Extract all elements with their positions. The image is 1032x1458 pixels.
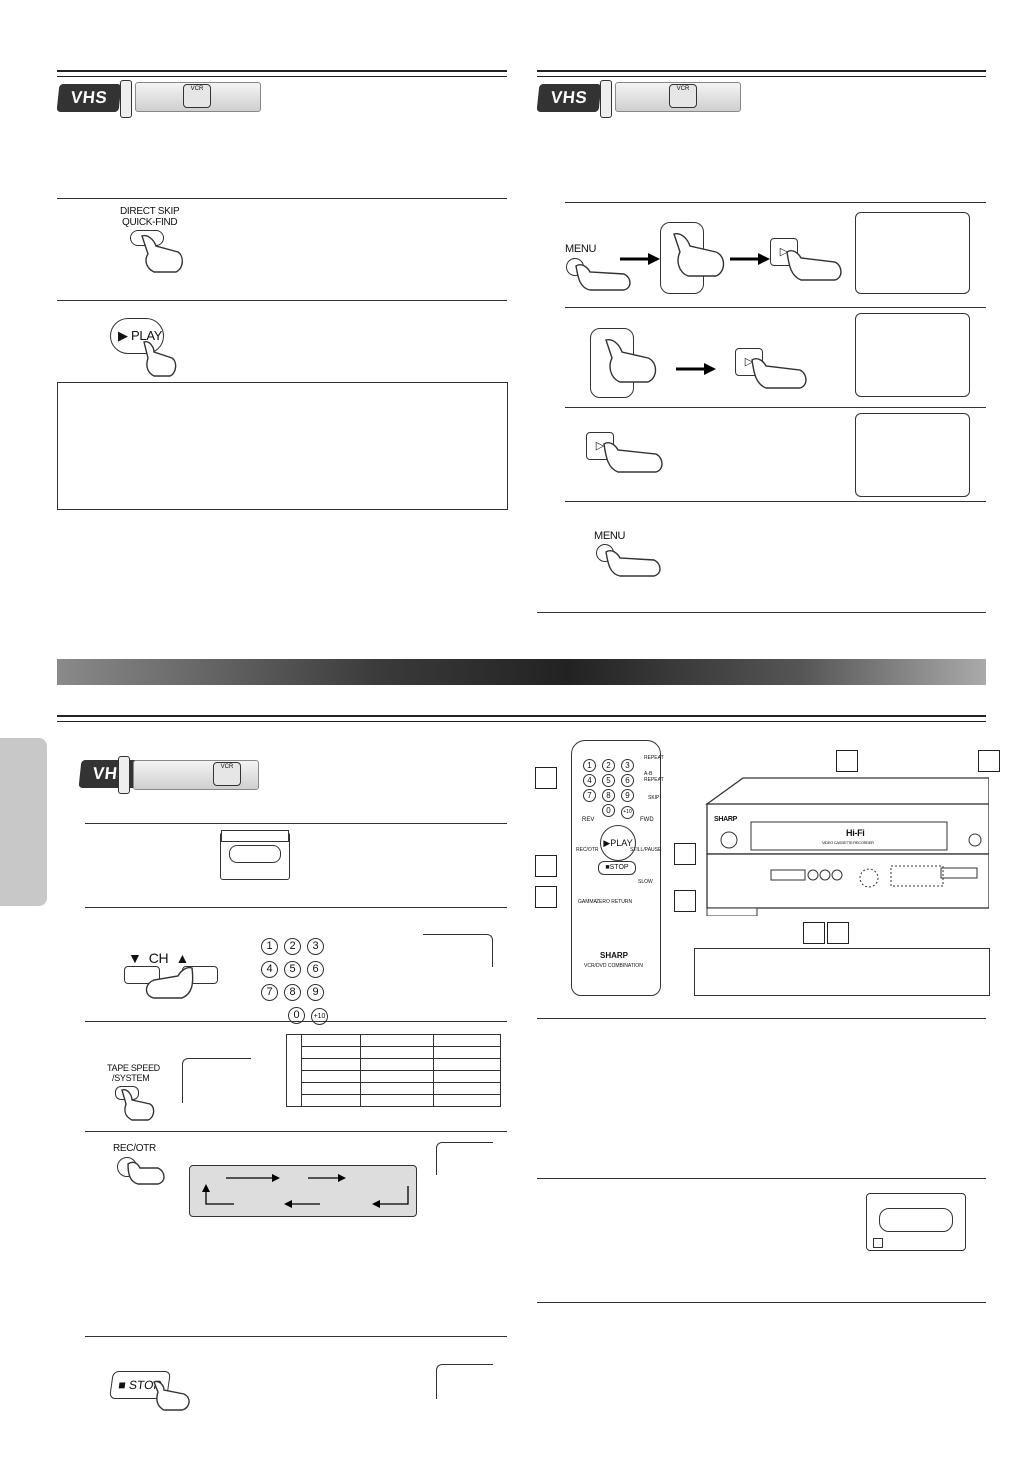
- zero-return-label: ZERO RETURN: [596, 899, 633, 905]
- callout-box: [674, 843, 696, 865]
- rec-otr-label: REC/OTR: [113, 1143, 156, 1154]
- callout-box: [803, 922, 825, 944]
- direct-skip-label: DIRECT SKIP: [120, 206, 180, 217]
- channel-label: ▼ CH ▲: [128, 950, 190, 966]
- hand-icon: [141, 234, 183, 273]
- display-window: [182, 1058, 251, 1103]
- hand-icon: [751, 357, 807, 389]
- divider: [85, 1336, 507, 1337]
- menu-label: MENU: [565, 243, 597, 255]
- screen-display: [855, 413, 970, 497]
- callout-box: [827, 922, 849, 944]
- quick-find-label: QUICK-FIND: [122, 217, 178, 228]
- hand-icon: [605, 338, 657, 383]
- remote-icon: [118, 756, 130, 794]
- hand-icon: [603, 441, 663, 473]
- repeat-label: REPEAT: [644, 755, 664, 761]
- hand-icon: [121, 1088, 155, 1121]
- hand-icon: [786, 249, 842, 281]
- divider: [537, 612, 986, 613]
- divider: [57, 300, 507, 301]
- vcr-button-icon: VCR: [669, 84, 697, 108]
- callout-box: [836, 750, 858, 772]
- rev-label: REV: [582, 817, 595, 823]
- play-button[interactable]: [110, 318, 164, 354]
- vcr-button-icon: VCR: [213, 762, 241, 786]
- section-header-band: [57, 659, 986, 685]
- device-note-box: [694, 948, 990, 996]
- hand-icon: [145, 966, 194, 999]
- tape-speed-table: [286, 1034, 501, 1107]
- screen-display: [855, 212, 970, 294]
- vhs-badge: VHS: [56, 84, 122, 112]
- vhs-badge: VHS: [536, 84, 602, 112]
- remote-model: VCR/DVD COMBINATION: [584, 963, 643, 969]
- rec-otr-small-label: REC/OTR: [576, 847, 599, 853]
- device-brand: SHARP: [714, 816, 738, 823]
- display-window: [436, 1364, 493, 1399]
- callout-box: [978, 750, 1000, 772]
- bottom-rule: [57, 715, 986, 722]
- channel-down-button[interactable]: [124, 966, 160, 984]
- remote-icon: [120, 80, 132, 118]
- play-label: ▶ PLAY: [118, 328, 163, 343]
- callout-box: [674, 890, 696, 912]
- hand-icon: [605, 549, 661, 577]
- still-pause-label: STILL/PAUSE: [630, 847, 662, 853]
- tape-speed-label: TAPE SPEED: [107, 1063, 160, 1073]
- callout-box: [535, 886, 557, 908]
- divider: [85, 1021, 507, 1022]
- divider: [565, 407, 986, 408]
- remote-play-button[interactable]: ▶PLAY: [600, 825, 636, 861]
- display-window: [436, 1142, 493, 1175]
- divider: [565, 501, 986, 502]
- top-left-rule: [57, 70, 507, 77]
- callout-box: [535, 855, 557, 877]
- hand-icon: [673, 232, 725, 277]
- cassette-slot: [221, 830, 289, 842]
- divider: [85, 823, 507, 824]
- remote-stop-button[interactable]: ■STOP: [598, 861, 636, 875]
- slow-label: SLOW: [638, 879, 653, 885]
- remote-icon: [600, 80, 612, 118]
- otr-cycle-box: [189, 1165, 417, 1217]
- vcr-button-icon: VCR: [183, 84, 211, 108]
- divider: [537, 1018, 986, 1019]
- fwd-label: FWD: [640, 817, 654, 823]
- display-window: [423, 934, 493, 967]
- gamma-label: GAMMA: [578, 899, 597, 905]
- hand-icon: [575, 263, 631, 291]
- system-label: /SYSTEM: [112, 1073, 150, 1083]
- skip-label: SKIP: [648, 795, 660, 801]
- deck-text: VIDEO CASSETTE RECORDER: [822, 840, 874, 845]
- divider: [57, 198, 507, 199]
- hand-icon: [143, 340, 177, 377]
- top-right-rule: [537, 70, 986, 77]
- cassette-icon: [866, 1193, 966, 1251]
- vcr-dvd-unit: [705, 777, 989, 916]
- callout-box: [535, 767, 557, 789]
- hand-icon: [127, 1161, 165, 1185]
- note-box: [57, 382, 508, 510]
- hand-icon: [153, 1380, 190, 1411]
- divider: [565, 202, 986, 203]
- side-tab: [0, 738, 47, 906]
- screen-display: [855, 313, 970, 397]
- divider: [85, 1131, 507, 1132]
- divider: [537, 1302, 986, 1303]
- hifi-logo: Hi-Fi: [846, 828, 865, 838]
- divider: [85, 907, 507, 908]
- divider: [537, 1178, 986, 1179]
- ab-repeat-label: A-B REPEAT: [644, 771, 664, 783]
- arrow-right-icon: [676, 363, 716, 375]
- arrow-right-icon: [730, 253, 770, 265]
- divider: [565, 307, 986, 308]
- remote-brand: SHARP: [600, 951, 629, 960]
- arrow-right-icon: [620, 253, 660, 265]
- right-button[interactable]: ▷: [770, 238, 798, 266]
- menu-label: MENU: [594, 530, 626, 542]
